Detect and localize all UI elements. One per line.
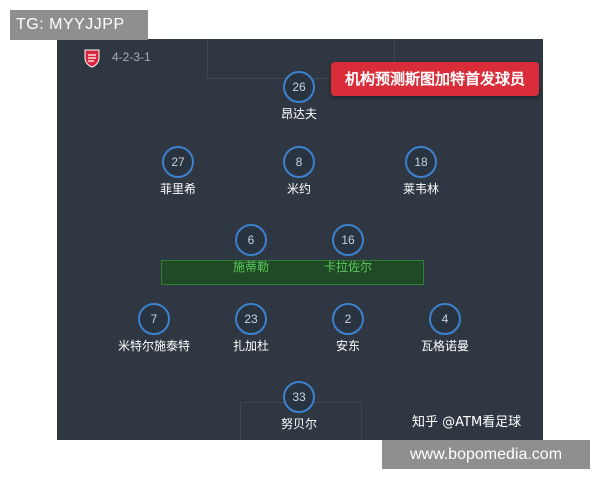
player-right-defensive-mid: 16 卡拉佐尔 xyxy=(278,224,418,275)
player-name: 扎加杜 xyxy=(232,339,269,353)
player-right-center-back: 2 安东 xyxy=(278,303,418,354)
player-number: 7 xyxy=(138,303,170,335)
player-name: 米约 xyxy=(286,182,311,196)
credit-label: 知乎 @ATM看足球 xyxy=(412,415,522,430)
player-number: 27 xyxy=(162,146,194,178)
player-right-attacking-mid: 18 莱韦林 xyxy=(351,146,491,197)
player-number: 2 xyxy=(332,303,364,335)
player-number: 6 xyxy=(235,224,267,256)
player-name: 昂达夫 xyxy=(280,107,317,121)
player-name: 施蒂勒 xyxy=(232,260,269,274)
player-number: 8 xyxy=(283,146,315,178)
player-number: 16 xyxy=(332,224,364,256)
player-striker: 26 昂达夫 xyxy=(229,71,369,122)
player-central-attacking-mid: 8 米约 xyxy=(229,146,369,197)
player-number: 26 xyxy=(283,71,315,103)
player-number: 33 xyxy=(283,381,315,413)
stuttgart-badge-icon xyxy=(84,49,100,68)
player-left-back: 7 米特尔施泰特 xyxy=(84,303,224,354)
player-name: 安东 xyxy=(335,339,360,353)
player-number: 18 xyxy=(405,146,437,178)
player-name: 菲里希 xyxy=(159,182,196,196)
headline-banner: 机构预测斯图加特首发球员 xyxy=(331,62,539,96)
formation-label: 4-2-3-1 xyxy=(112,50,151,64)
player-name: 卡拉佐尔 xyxy=(323,260,372,274)
player-number: 4 xyxy=(429,303,461,335)
top-watermark: TG: MYYJJPP xyxy=(10,10,148,40)
player-left-defensive-mid: 6 施蒂勒 xyxy=(181,224,321,275)
player-right-back: 4 瓦格诺曼 xyxy=(375,303,515,354)
player-name: 米特尔施泰特 xyxy=(117,339,190,353)
player-left-center-back: 23 扎加杜 xyxy=(181,303,321,354)
bottom-watermark: www.bopomedia.com xyxy=(382,440,590,469)
player-name: 努贝尔 xyxy=(280,417,317,431)
player-number: 23 xyxy=(235,303,267,335)
player-name: 莱韦林 xyxy=(402,182,439,196)
player-name: 瓦格诺曼 xyxy=(420,339,469,353)
player-left-attacking-mid: 27 菲里希 xyxy=(108,146,248,197)
midfield-highlight-strip xyxy=(161,260,424,285)
lineup-pitch xyxy=(57,39,543,440)
player-goalkeeper: 33 努贝尔 xyxy=(229,381,369,432)
